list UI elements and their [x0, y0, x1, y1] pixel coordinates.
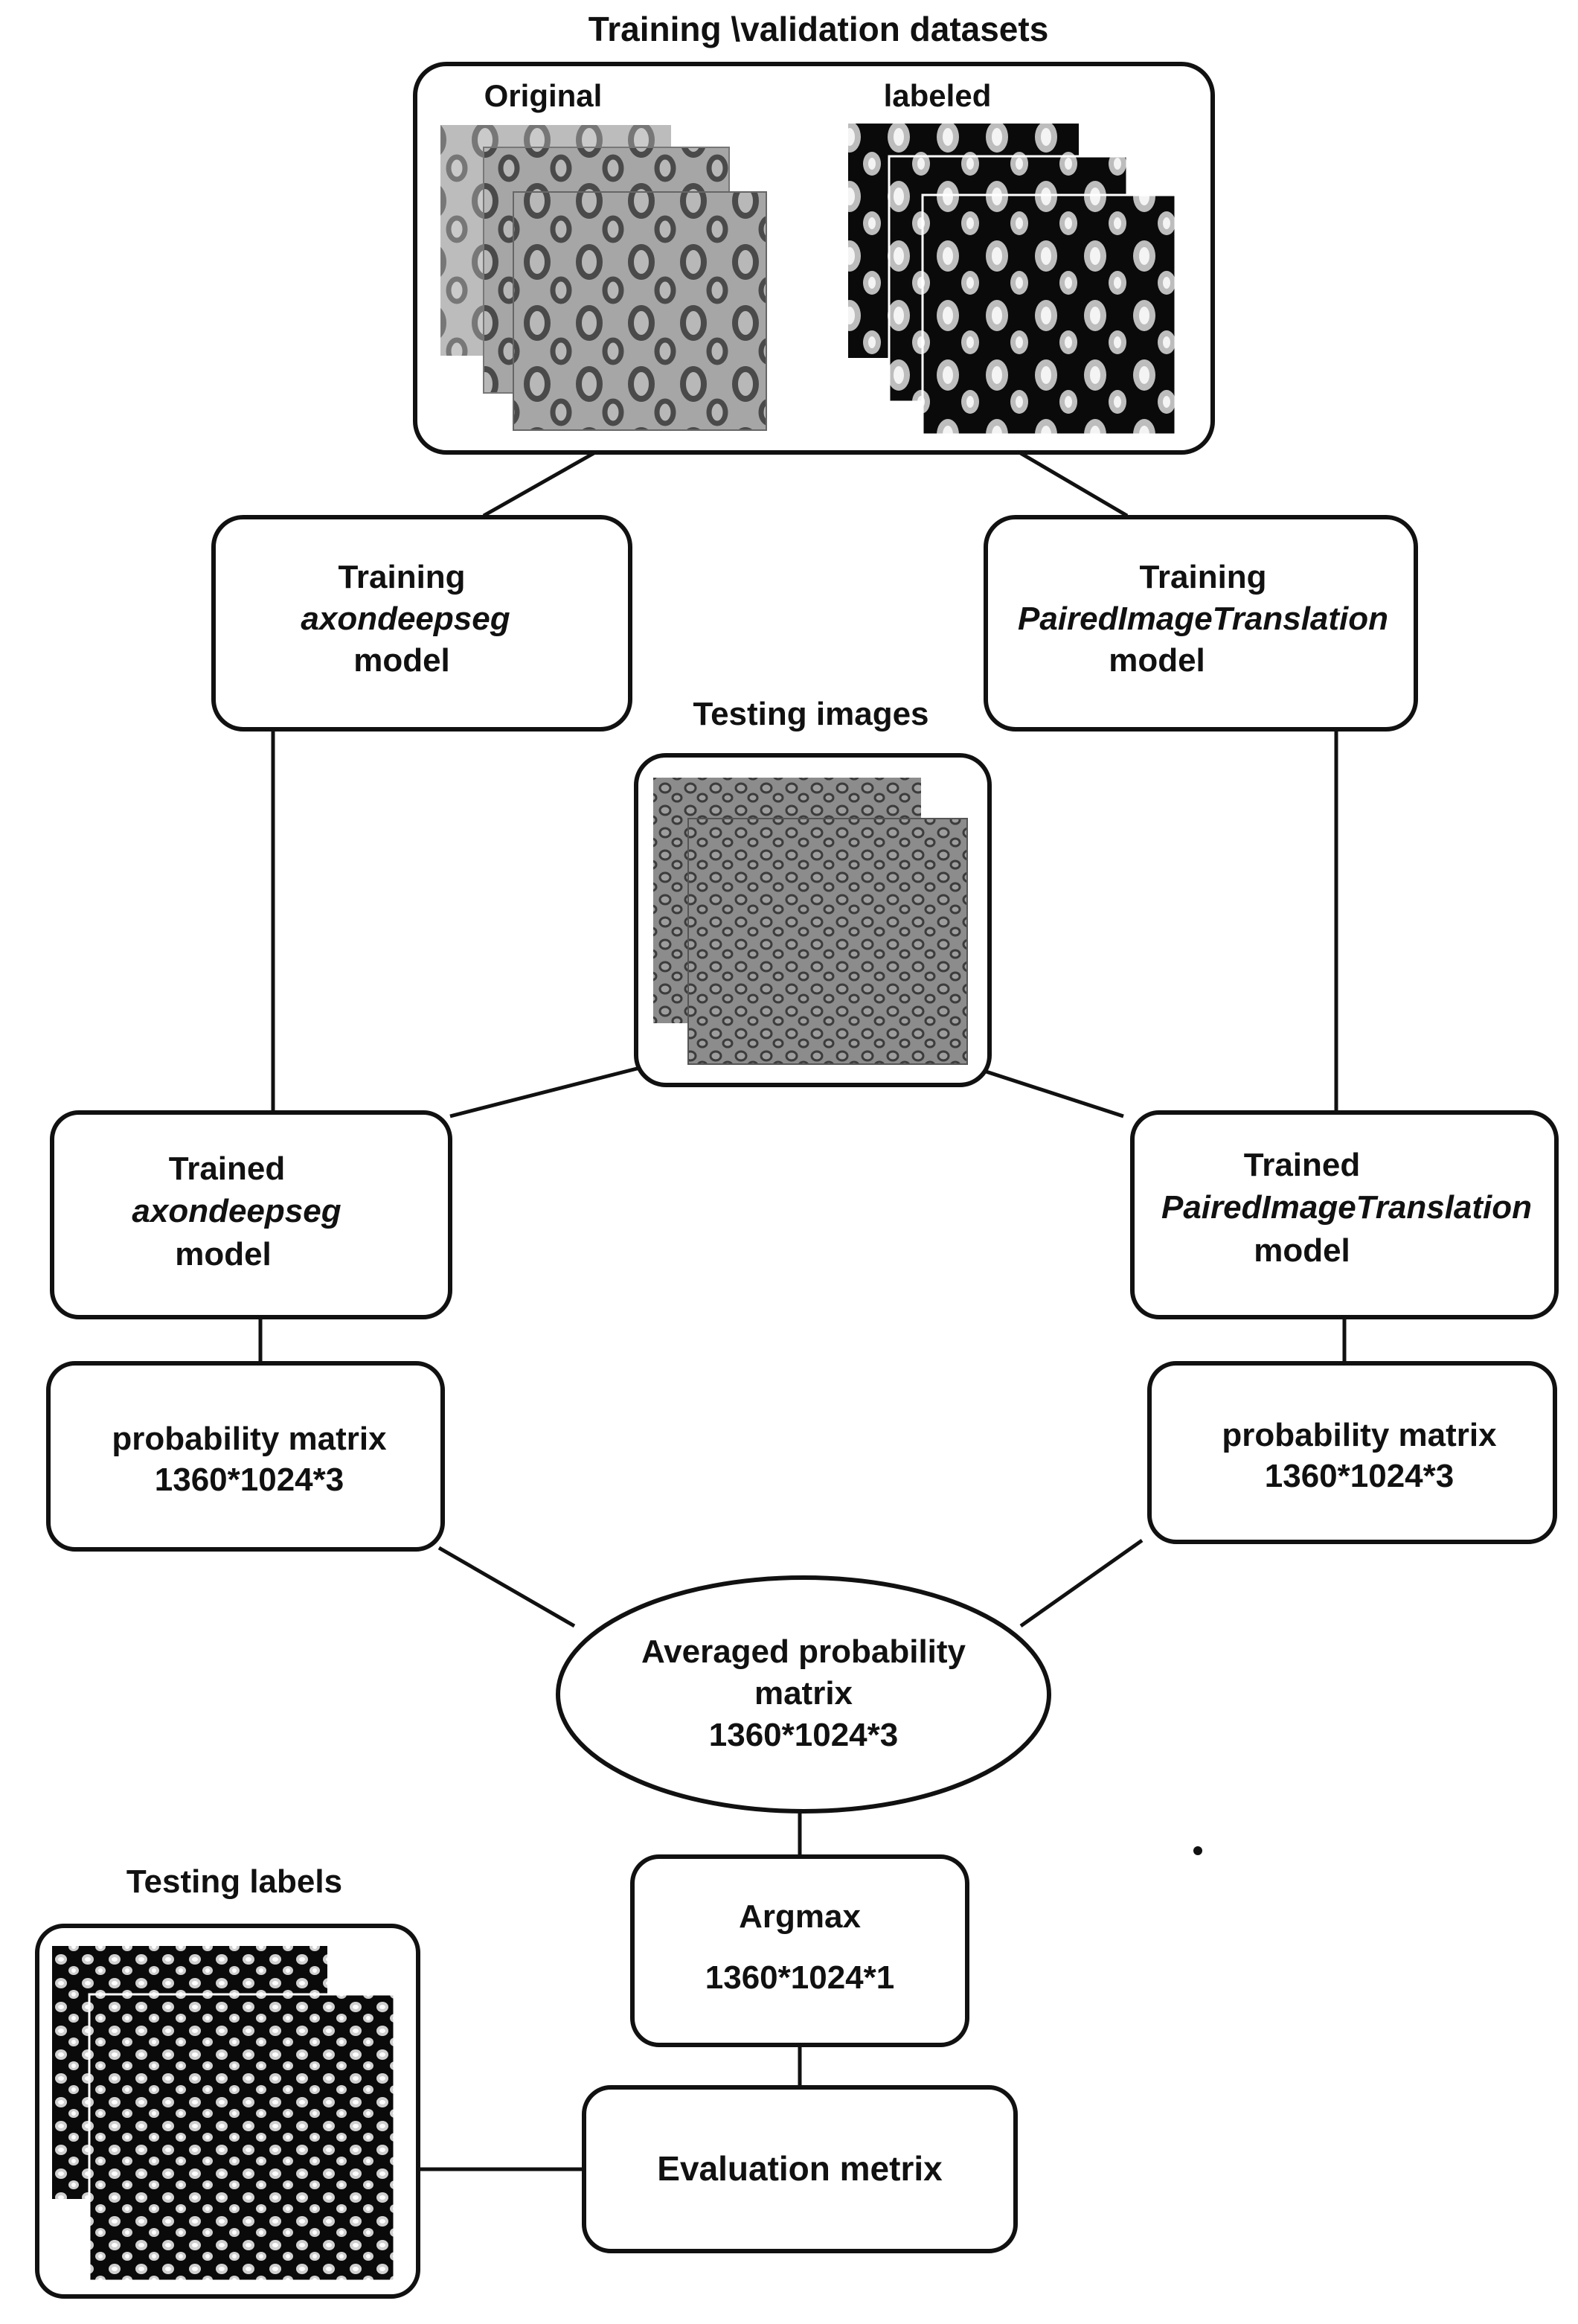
connector-prob-right-to-averaged [1019, 1538, 1144, 1628]
connector-datasets-to-train-axon [482, 450, 597, 518]
connector-testing-to-trained-pit [974, 1066, 1124, 1118]
prob-left-line1: probability matrix [112, 1421, 387, 1457]
averaged-probability-ellipse: Averaged probability matrix 1360*1024*3 [556, 1575, 1051, 1814]
train-pairedimagetranslation-box: Training PairedImageTranslation model [984, 515, 1418, 732]
testing-labels-label: Testing labels [126, 1863, 342, 1900]
testing-images-label: Testing images [693, 696, 928, 732]
evaluation-box: Evaluation metrix [582, 2085, 1018, 2253]
connector-datasets-to-train-pit [1018, 450, 1129, 518]
labeled-label: labeled [884, 78, 992, 113]
averaged-line3: 1360*1024*3 [709, 1717, 898, 1753]
averaged-line1: Averaged probability [641, 1633, 966, 1670]
labeled-image-stack [848, 124, 1177, 436]
argmax-line1: Argmax [739, 1898, 861, 1935]
train-pit-line2: PairedImageTranslation [1018, 601, 1388, 637]
training-datasets-title: Training \validation datasets [588, 10, 1049, 48]
train-axondeepseg-box: Training axondeepseg model [211, 515, 632, 732]
argmax-box: Argmax 1360*1024*1 [630, 1854, 969, 2047]
connector-prob-left-to-averaged [437, 1546, 576, 1628]
stray-dot [1193, 1846, 1202, 1855]
train-pit-line3: model [1109, 642, 1205, 679]
probability-matrix-right-box: probability matrix 1360*1024*3 [1147, 1361, 1557, 1544]
original-label: Original [484, 78, 603, 113]
prob-right-line1: probability matrix [1222, 1417, 1497, 1453]
argmax-line2: 1360*1024*1 [705, 1959, 894, 1996]
prob-right-line2: 1360*1024*3 [1265, 1458, 1454, 1494]
averaged-line2: matrix [754, 1675, 853, 1712]
trained-axon-line1: Trained [169, 1150, 286, 1187]
train-pit-line1: Training [1139, 559, 1266, 595]
testing-images-stack [653, 778, 968, 1065]
connector-testing-to-trained-axon [449, 1066, 641, 1118]
trained-axon-line2: axondeepseg [132, 1193, 341, 1229]
connectors [258, 450, 1347, 2171]
trained-pit-line3: model [1254, 1232, 1350, 1269]
prob-left-line2: 1360*1024*3 [155, 1462, 344, 1498]
probability-matrix-left-box: probability matrix 1360*1024*3 [46, 1361, 445, 1552]
trained-pairedimagetranslation-box: Trained PairedImageTranslation model [1130, 1110, 1559, 1319]
trained-axon-line3: model [175, 1236, 272, 1273]
train-axon-line3: model [353, 642, 450, 679]
testing-labels-stack [52, 1946, 396, 2282]
train-axon-line1: Training [338, 559, 465, 595]
trained-axondeepseg-box: Trained axondeepseg model [50, 1110, 452, 1319]
evaluation-label: Evaluation metrix [657, 2149, 943, 2188]
trained-pit-line1: Trained [1244, 1147, 1361, 1183]
train-axon-line2: axondeepseg [301, 601, 510, 637]
original-image-stack [440, 125, 767, 431]
trained-pit-line2: PairedImageTranslation [1161, 1189, 1532, 1226]
